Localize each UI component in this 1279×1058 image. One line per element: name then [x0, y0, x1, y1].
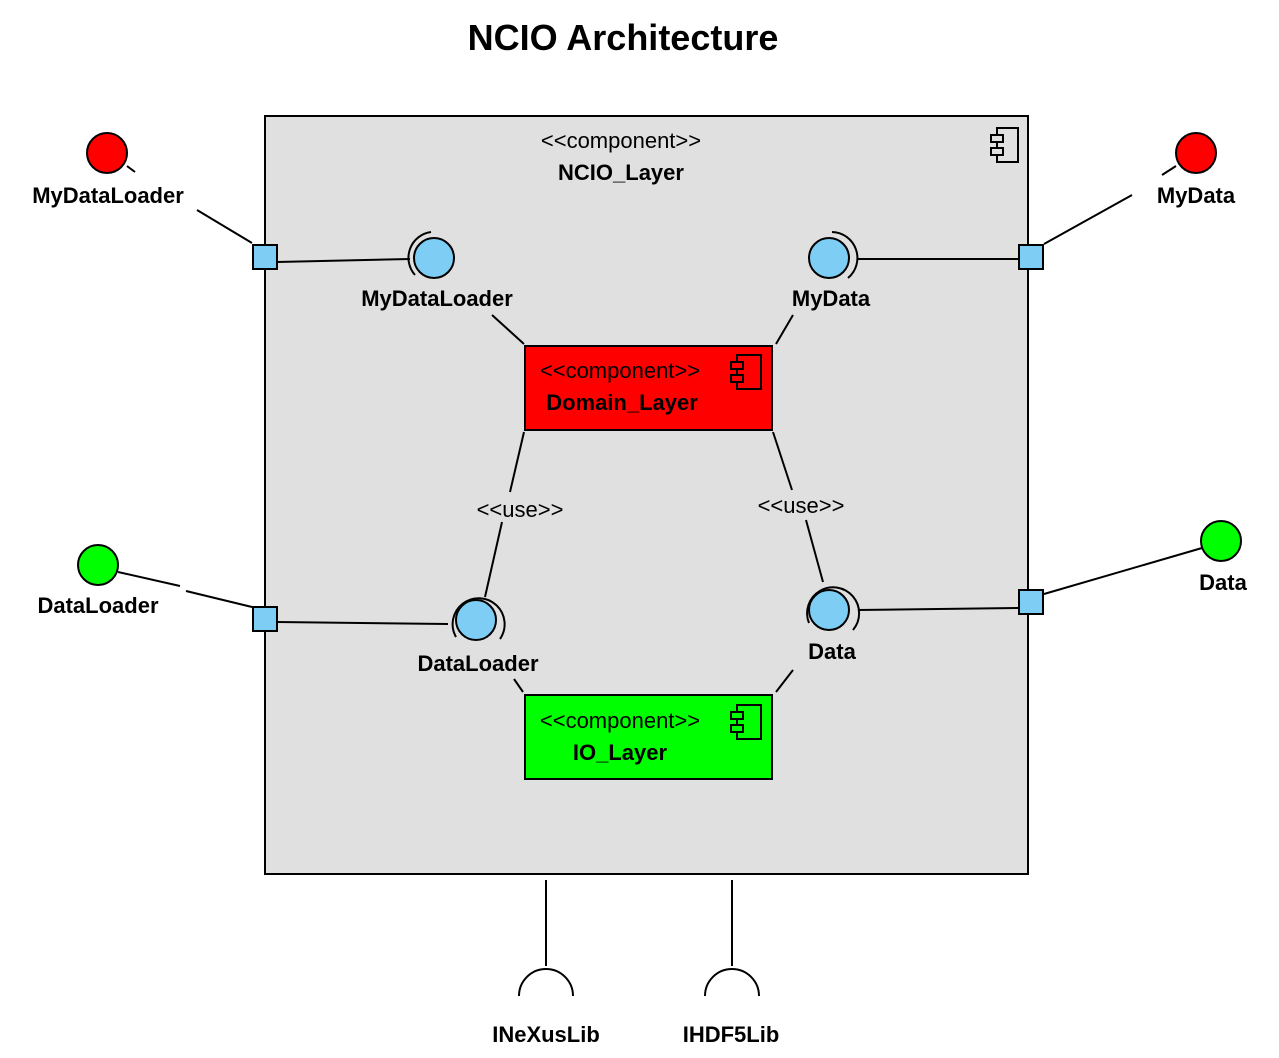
diagram-title: NCIO Architecture: [468, 17, 779, 58]
data-loader-external-label: DataLoader: [37, 593, 158, 618]
domain-layer-component[interactable]: <<component>> Domain_Layer: [524, 345, 773, 431]
io-layer-name: IO_Layer: [573, 740, 668, 765]
data-internal-interface[interactable]: [806, 586, 861, 631]
interface-lollipop-icon: [413, 237, 455, 279]
io-layer-stereotype: <<component>>: [540, 708, 700, 733]
ncio-layer-stereotype: <<component>>: [541, 128, 701, 153]
port-data[interactable]: [1018, 589, 1044, 615]
port-my-data-loader[interactable]: [252, 244, 278, 270]
data-loader-external-interface-icon[interactable]: [77, 544, 119, 586]
my-data-loader-external-label: MyDataLoader: [32, 183, 184, 208]
data-internal-label: Data: [808, 639, 856, 664]
connectors: [117, 165, 1203, 966]
use-dependency-right-label: <<use>>: [758, 493, 845, 518]
use-dependency-left-label: <<use>>: [477, 497, 564, 522]
port-my-data[interactable]: [1018, 244, 1044, 270]
my-data-loader-external-interface-icon[interactable]: [86, 132, 128, 174]
interface-lollipop-icon: [808, 589, 850, 631]
ihdf5lib-label: IHDF5Lib: [683, 1022, 780, 1047]
component-icon: [730, 704, 762, 740]
port-data-loader[interactable]: [252, 606, 278, 632]
domain-layer-stereotype: <<component>>: [540, 358, 700, 383]
my-data-loader-internal-label: MyDataLoader: [361, 286, 513, 311]
data-loader-internal-label: DataLoader: [417, 651, 538, 676]
component-icon: [730, 354, 762, 390]
ihdf5lib-socket-icon[interactable]: [704, 968, 760, 997]
my-data-internal-interface[interactable]: [808, 231, 859, 279]
io-layer-component[interactable]: <<component>> IO_Layer: [524, 694, 773, 780]
socket-arc: [831, 231, 859, 279]
my-data-external-interface-icon[interactable]: [1175, 132, 1217, 174]
my-data-loader-internal-interface[interactable]: [407, 231, 455, 279]
data-external-label: Data: [1199, 570, 1247, 595]
socket-arc: [451, 597, 506, 640]
data-loader-internal-interface[interactable]: [451, 597, 506, 641]
socket-arc: [806, 586, 861, 631]
data-external-interface-icon[interactable]: [1200, 520, 1242, 562]
domain-layer-name: Domain_Layer: [546, 390, 698, 415]
inexuslib-label: INeXusLib: [492, 1022, 600, 1047]
component-icon: [990, 127, 1019, 163]
inexuslib-socket-icon[interactable]: [518, 968, 574, 997]
socket-arc: [407, 231, 432, 276]
ncio-layer-name: NCIO_Layer: [558, 160, 684, 185]
domain-layer-box: [524, 345, 773, 431]
my-data-external-label: MyData: [1157, 183, 1236, 208]
interface-lollipop-icon: [455, 599, 497, 641]
my-data-internal-label: MyData: [792, 286, 871, 311]
interface-lollipop-icon: [808, 237, 850, 279]
io-layer-box: [524, 694, 773, 780]
